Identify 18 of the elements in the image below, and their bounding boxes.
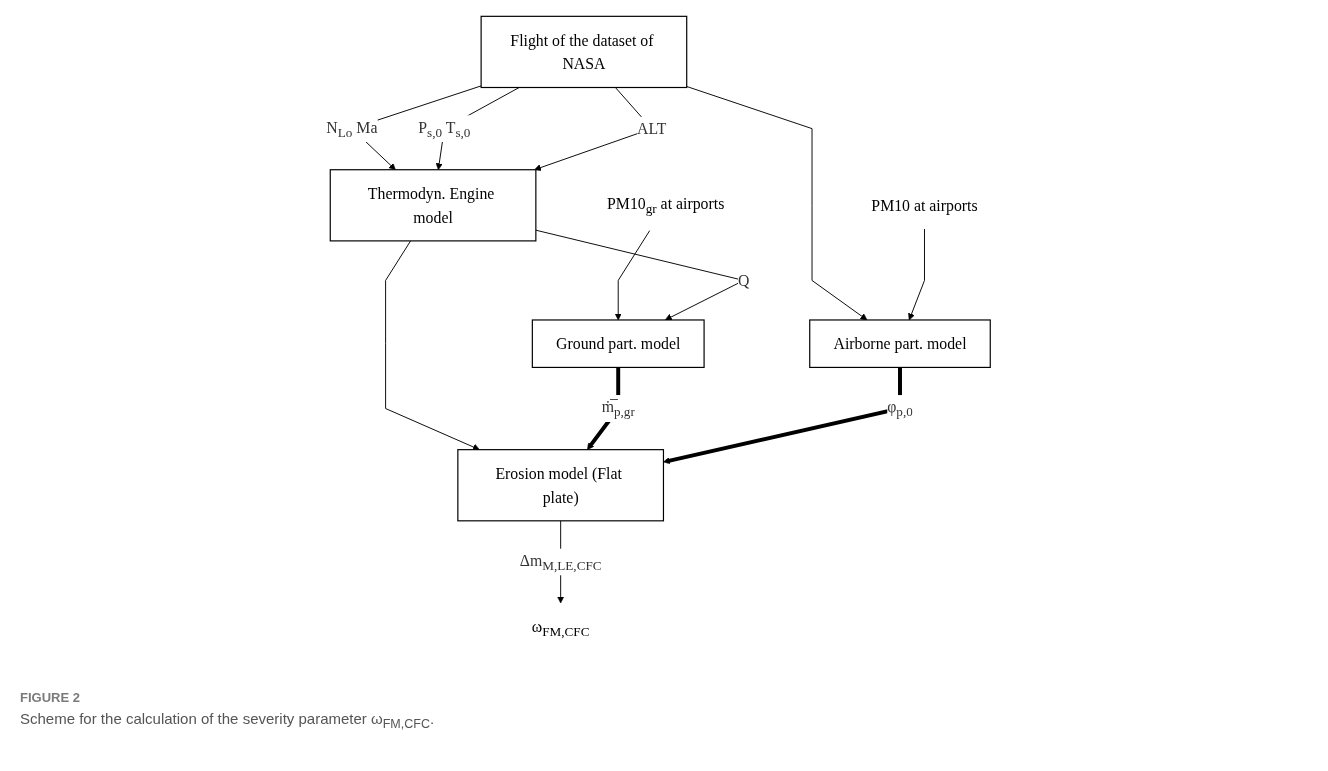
- figure-caption: Scheme for the calculation of the severity parameter ω$_{FM,CFC}$.: [20, 710, 435, 731]
- node-box: Airborne part. model: [809, 319, 991, 368]
- edge-label: ṁ̅$_{p,gr}$: [601, 398, 635, 420]
- edge-label: Δm$_{M,LE,CFC}$: [519, 551, 602, 574]
- edge-label: φ$_{p,0}$: [887, 398, 913, 420]
- arrow: [663, 367, 903, 464]
- node-box: Ground part. model: [531, 319, 705, 368]
- node-box: Flight of the dataset of NASA: [480, 15, 688, 89]
- edge-label: P$_{s,0}$ T$_{s,0}$: [418, 118, 471, 140]
- edge-label: Q: [738, 271, 750, 290]
- figure-number: FIGURE 2: [20, 690, 80, 705]
- edge-label: ALT: [637, 119, 667, 138]
- node-box: Thermodyn. Engine model: [329, 169, 537, 242]
- node-text: PM10 at airports: [871, 196, 978, 215]
- node-box: Erosion model (Flat plate): [457, 449, 665, 522]
- node-text: PM10$_{gr}$ at airports: [607, 195, 725, 217]
- node-text: ω$_{FM,CFC}$: [531, 618, 590, 640]
- edge-label: N$_{Lo}$ Ma: [326, 118, 378, 140]
